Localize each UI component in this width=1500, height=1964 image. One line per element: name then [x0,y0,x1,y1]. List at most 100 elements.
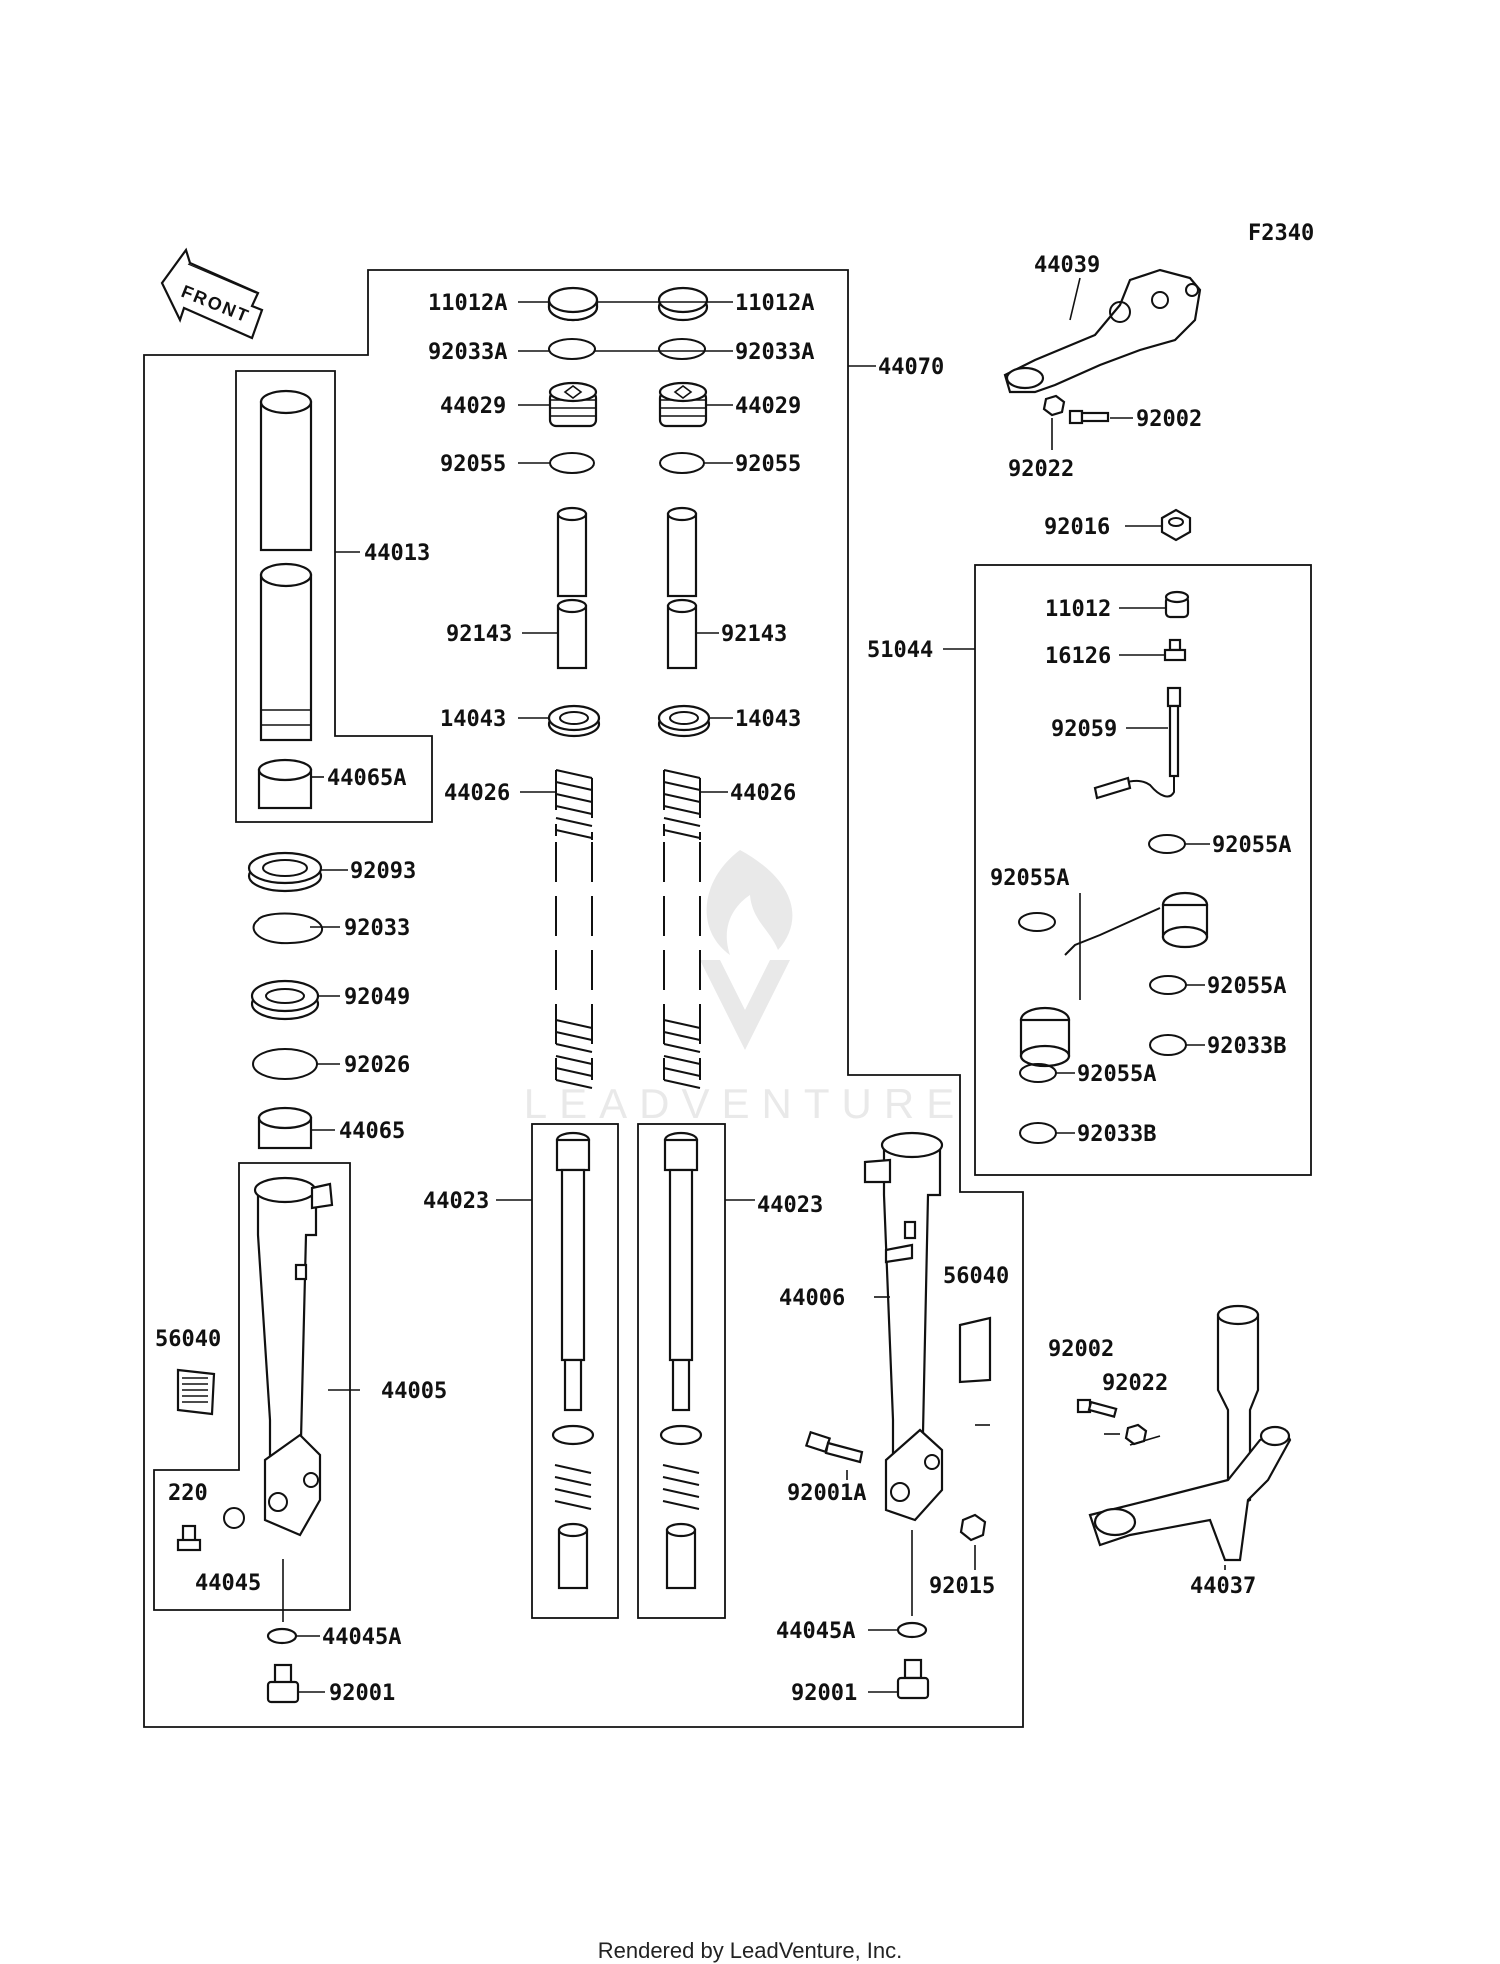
part-label: 92015 [929,1574,995,1599]
nut-icon [1042,394,1066,417]
o-ring-icon [1149,975,1187,995]
circlip-icon [658,338,706,360]
caution-label-icon [958,1316,992,1384]
bolt-icon [1068,409,1110,425]
gasket-icon [896,1621,928,1639]
part-label: 44023 [423,1189,489,1214]
spring-seat-icon [547,704,601,738]
part-label: 44065 [339,1119,405,1144]
part-label: 56040 [155,1327,221,1352]
part-label: 92055A [990,866,1069,891]
part-label: 44065A [327,766,406,791]
part-label: 92055 [440,452,506,477]
part-label: 44045A [776,1619,855,1644]
part-label: 44023 [757,1193,823,1218]
circlip-icon [548,338,596,360]
part-labels: 11012A 11012A 92033A 92033A 44029 44029 … [155,253,1291,1706]
bolt-icon [1076,1398,1118,1418]
part-label: 44005 [381,1379,447,1404]
part-label: 92001A [787,1481,866,1506]
part-label: 44045 [195,1571,261,1596]
fork-assembly-outline [143,269,1024,1728]
o-ring-icon [1148,834,1186,854]
part-label: 16126 [1045,644,1111,669]
collar-icon [666,506,698,670]
front-arrow-icon: FRONT [160,247,264,340]
valve-core-icon [1163,638,1187,662]
part-label: 92026 [344,1053,410,1078]
bolt-icon [896,1658,930,1700]
part-label: 44037 [1190,1574,1256,1599]
footer-credit: Rendered by LeadVenture, Inc. [597,1938,903,1963]
cap-icon [547,286,599,322]
upper-bracket-icon [1003,268,1202,394]
retaining-ring-icon [252,912,324,945]
part-label: 92002 [1048,1337,1114,1362]
part-label: 14043 [735,707,801,732]
washer-icon [252,1048,318,1080]
part-label: 92055 [735,452,801,477]
cylinder-unit-icon [659,1131,703,1590]
o-ring-icon [549,452,595,474]
caution-label-icon [176,1368,216,1416]
part-label: 92022 [1008,457,1074,482]
damper-group-box [974,564,1312,1176]
part-label: 44039 [1034,253,1100,278]
o-ring-icon [1018,912,1056,932]
part-label: 92059 [1051,717,1117,742]
air-hose-icon [1093,686,1182,800]
part-label: 92049 [344,985,410,1010]
nut-icon [959,1513,987,1542]
air-joint-icon [1019,891,1209,1068]
part-label: 11012A [428,291,507,316]
part-label: 92001 [791,1681,857,1706]
o-ring-icon [659,452,705,474]
part-label: 92033A [428,340,507,365]
inner-tube-icon [259,389,313,742]
part-label: 11012 [1045,597,1111,622]
circlip-icon [1019,1122,1057,1144]
inner-tube-group-box [235,370,433,823]
part-label: 92001 [329,1681,395,1706]
fork-spring-icon [555,769,593,1089]
bushing-icon [257,1106,313,1150]
part-label: 44070 [878,355,944,380]
part-label: 92055A [1212,833,1291,858]
part-label: 44026 [444,781,510,806]
cap-icon [1164,590,1190,619]
outer-tube-left-group-box [153,1162,351,1611]
circlip-icon [1149,1034,1187,1056]
adjuster-icon [658,381,708,428]
part-label: 92055A [1077,1062,1156,1087]
part-label: 220 [168,1481,208,1506]
part-label: 92022 [1102,1371,1168,1396]
collar-icon [556,506,588,670]
cap-icon [657,286,709,322]
guide-bushing-icon [257,758,313,810]
part-label: 44006 [779,1286,845,1311]
watermark: LEADVENTURE [524,850,954,1127]
part-label: 92033 [344,916,410,941]
part-label: 51044 [867,638,933,663]
part-label: 92033A [735,340,814,365]
part-label: 92143 [446,622,512,647]
bolt-icon [176,1524,202,1552]
nut-icon [1160,508,1192,542]
diagram-id: F2340 [1248,221,1314,246]
part-label: 92093 [350,859,416,884]
outer-tube-left-icon [253,1176,334,1537]
washer-icon [223,1507,245,1529]
outer-tube-right-icon [863,1131,944,1522]
part-label: 92055A [1207,974,1286,999]
bolt-icon [804,1430,864,1464]
part-label: 56040 [943,1264,1009,1289]
part-label: 92016 [1044,515,1110,540]
part-label: 44026 [730,781,796,806]
part-label: 44045A [322,1625,401,1650]
leader-lines [282,277,1226,1693]
part-label: 92143 [721,622,787,647]
part-label: 44013 [364,541,430,566]
cylinder-box-right [637,1123,726,1619]
part-label: 92033B [1077,1122,1156,1147]
